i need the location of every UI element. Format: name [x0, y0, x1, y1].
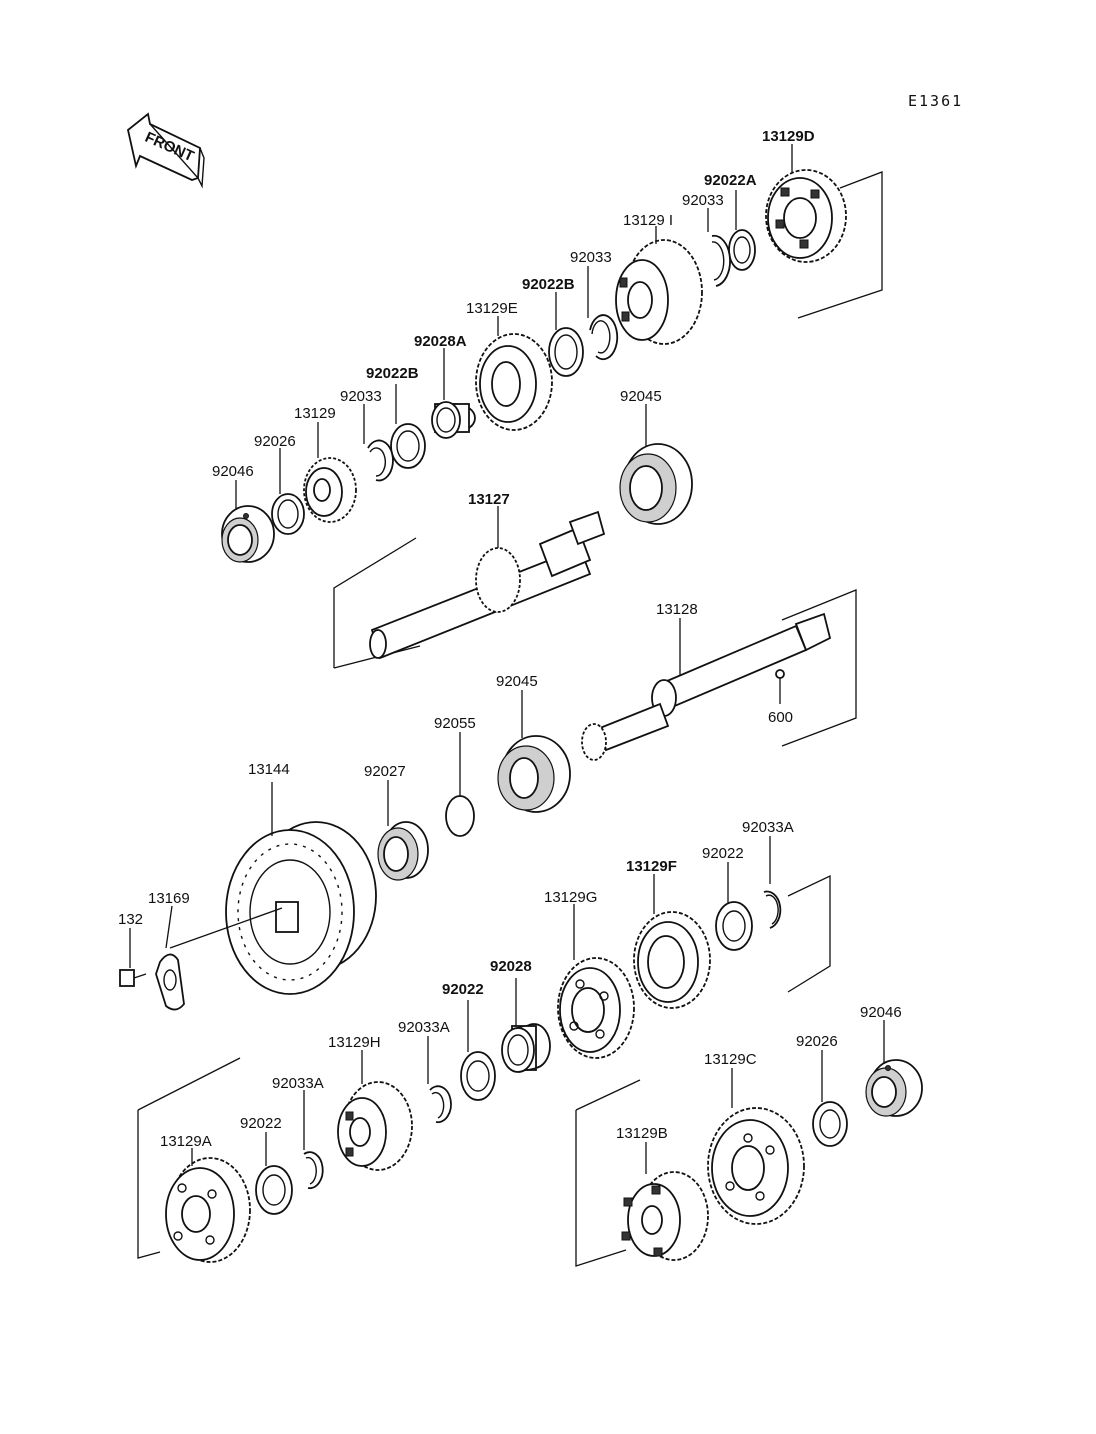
label-92022A: 92022A [704, 172, 757, 189]
label-13129A: 13129A [160, 1133, 212, 1150]
outline-box-right [787, 874, 831, 993]
gear-13129C [707, 1107, 805, 1225]
bearing-92046-a [221, 505, 275, 563]
label-92022B-a: 92022B [522, 276, 575, 293]
shaft-13127 [333, 510, 606, 669]
label-92055: 92055 [434, 715, 476, 732]
label-92046-a: 92046 [212, 463, 254, 480]
gear-13129D [765, 169, 847, 263]
bolt-132 [119, 969, 147, 987]
circlip-92033A-c [303, 1151, 324, 1190]
label-92045-b: 92045 [496, 673, 538, 690]
bearing-92046-b [865, 1059, 923, 1117]
washer-92026-b [812, 1101, 848, 1147]
label-92033-c: 92033 [340, 388, 382, 405]
bushing-92028A [431, 401, 476, 439]
bearing-92045-a [619, 443, 693, 525]
gear-13129B [575, 1079, 709, 1267]
label-92026-a: 92026 [254, 433, 296, 450]
washer-92026-a [271, 493, 305, 535]
label-92022-b: 92022 [442, 981, 484, 998]
label-13169: 13169 [148, 890, 190, 907]
label-92033A-c: 92033A [272, 1075, 324, 1092]
label-92022-c: 92022 [240, 1115, 282, 1132]
label-13129C: 13129C [704, 1051, 757, 1068]
label-13129G: 13129G [544, 889, 597, 906]
gear-13129H [337, 1081, 413, 1171]
circlip-92033A-a [763, 890, 782, 929]
washer-92022-c [255, 1165, 293, 1215]
label-13129H: 13129H [328, 1034, 381, 1051]
label-13129B: 13129B [616, 1125, 668, 1142]
circlip-92033-c [367, 439, 394, 482]
bushing-92028 [501, 1023, 551, 1073]
label-13144: 13144 [248, 761, 290, 778]
gear-13129E [475, 333, 553, 431]
shaft-13128 [581, 589, 857, 761]
outline-box-top [797, 171, 883, 319]
front-arrow-icon: FRONT [126, 112, 205, 189]
label-92027: 92027 [364, 763, 406, 780]
label-13129I: 13129 I [623, 212, 673, 229]
label-13129D: 13129D [762, 128, 815, 145]
label-600: 600 [768, 709, 793, 726]
collar-92027 [377, 821, 429, 881]
label-92033A-a: 92033A [742, 819, 794, 836]
gear-13129G [557, 957, 635, 1059]
drum-13144 [225, 821, 377, 995]
bearing-92045-b [497, 735, 571, 813]
label-92028A: 92028A [414, 333, 467, 350]
label-92033-a: 92033 [682, 192, 724, 209]
label-13129F: 13129F [626, 858, 677, 875]
label-92022-a: 92022 [702, 845, 744, 862]
diagram-code: E1361 [908, 92, 963, 110]
gear-13129A [137, 1057, 251, 1263]
plate-13169 [155, 907, 283, 1011]
label-92026-b: 92026 [796, 1033, 838, 1050]
label-92022B-b: 92022B [366, 365, 419, 382]
label-92033-b: 92033 [570, 249, 612, 266]
circlip-92033-b [589, 314, 619, 361]
label-92045-a: 92045 [620, 388, 662, 405]
label-13129: 13129 [294, 405, 336, 422]
label-132: 132 [118, 911, 143, 928]
label-92028: 92028 [490, 958, 532, 975]
washer-92022B-a [548, 327, 584, 377]
washer-92022-a [715, 901, 753, 951]
gear-13129I [615, 239, 703, 345]
circlip-92033-a [711, 234, 731, 287]
label-92046-b: 92046 [860, 1004, 902, 1021]
oring-92055 [445, 795, 475, 837]
label-13127: 13127 [468, 491, 510, 508]
label-13128: 13128 [656, 601, 698, 618]
label-13129E: 13129E [466, 300, 518, 317]
washer-92022-b [460, 1051, 496, 1101]
washer-92022A [728, 229, 756, 271]
label-92033A-b: 92033A [398, 1019, 450, 1036]
gear-13129F [633, 911, 711, 1009]
washer-92022B-b [390, 423, 426, 469]
gear-13129 [303, 457, 357, 523]
circlip-92033A-b [429, 1085, 452, 1124]
